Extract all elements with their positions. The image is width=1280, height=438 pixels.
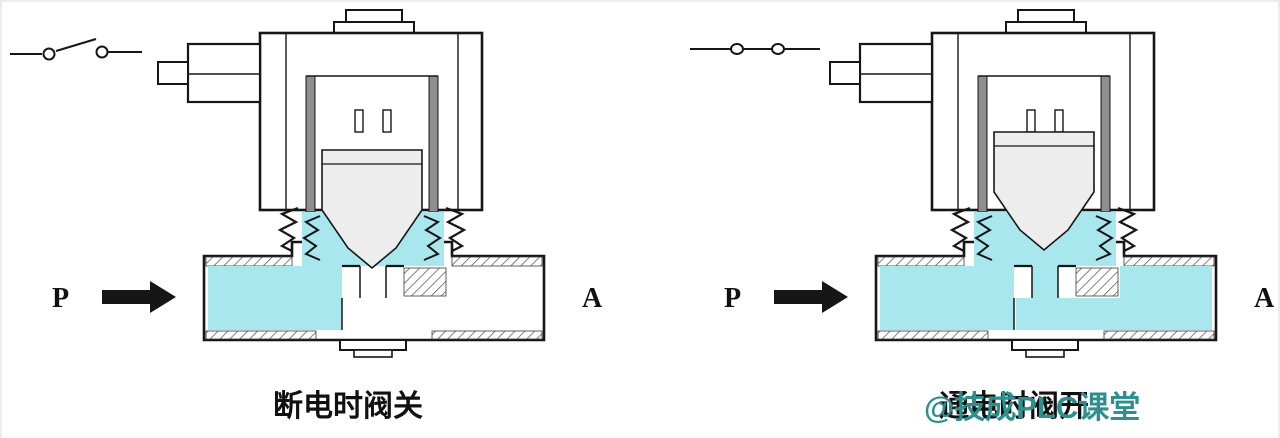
outlet-port-label: A xyxy=(1254,283,1275,314)
left-caption: 断电时阀关 xyxy=(273,390,423,423)
valve-closed xyxy=(156,8,546,359)
switch-open-icon xyxy=(10,38,142,61)
inlet-port-label: P xyxy=(52,283,69,314)
right-caption: 通电时阀开 xyxy=(939,390,1089,423)
valve-open xyxy=(828,8,1218,359)
flow-arrow-icon xyxy=(102,281,176,313)
outlet-port-label: A xyxy=(582,283,603,314)
right-diagram: P A 通电时阀开 xyxy=(690,8,1275,423)
watermark-text: @技成PLC课堂 xyxy=(924,390,1140,425)
flow-arrow-icon xyxy=(774,281,848,313)
inlet-port-label: P xyxy=(724,283,741,314)
switch-closed-icon xyxy=(690,43,820,55)
left-diagram: P A 断电时阀关 xyxy=(10,8,603,423)
